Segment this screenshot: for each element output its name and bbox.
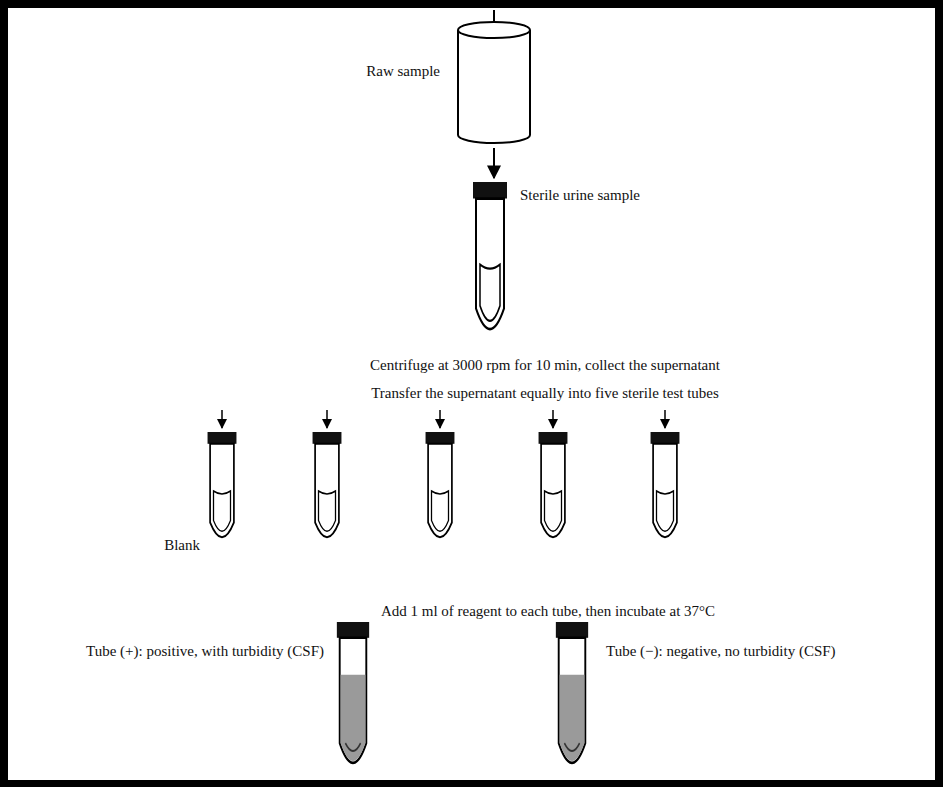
result-label: Tube (−): negative, no turbidity (CSF) [606, 642, 836, 660]
pipette-arrow [664, 410, 666, 428]
test-tube [539, 432, 568, 537]
step-label: Centrifuge at 3000 rpm for 10 min, colle… [370, 356, 720, 374]
pipette-arrow [439, 410, 441, 428]
test-tube [473, 182, 507, 329]
flow-arrow [493, 148, 495, 178]
pipette-arrow [326, 410, 328, 428]
positive-tube [337, 622, 369, 763]
step-label: Sterile urine sample [520, 186, 640, 204]
pipette-arrow [221, 410, 223, 428]
test-tube [426, 432, 455, 537]
test-tube [651, 432, 680, 537]
pipette-arrow [552, 410, 554, 428]
test-tube [208, 432, 237, 537]
negative-tube [556, 622, 588, 763]
result-label: Tube (+): positive, with turbidity (CSF) [86, 642, 324, 660]
step-label: Transfer the supernatant equally into fi… [371, 384, 719, 402]
tube-row [208, 410, 680, 537]
beaker [458, 10, 530, 143]
test-tube [313, 432, 342, 537]
tube-label: Blank [164, 536, 200, 554]
step-label: Add 1 ml of reagent to each tube, then i… [381, 602, 715, 620]
step-label: Raw sample [366, 62, 440, 80]
